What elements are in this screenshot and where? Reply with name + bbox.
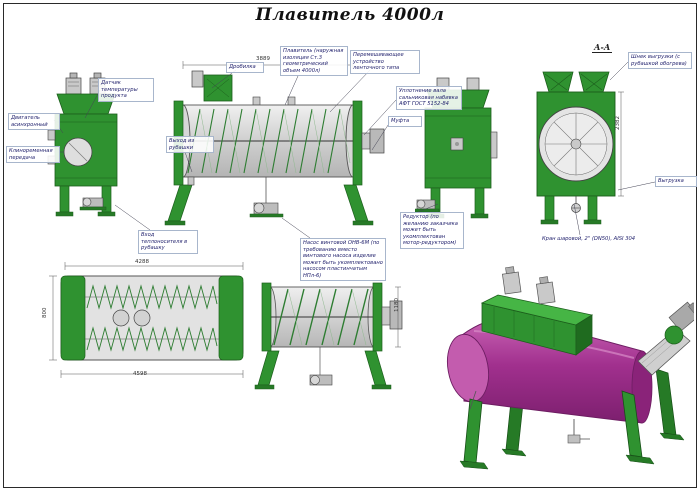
isometric-view <box>446 266 694 470</box>
hopper <box>578 71 610 93</box>
motor <box>502 266 522 295</box>
leg <box>364 350 387 386</box>
callout-jacket-inlet: Вход теплоносителя в рубашку <box>138 230 198 254</box>
leg <box>343 184 369 222</box>
leg <box>257 350 280 386</box>
callout-screw-pump: Насос винтовой ОНВ-6М (по требованию вме… <box>300 238 386 281</box>
auger-top <box>86 284 218 310</box>
coupling <box>381 306 392 326</box>
page-title: Плавитель 4000л <box>255 5 445 25</box>
dim-total-length: 4598 <box>133 371 147 377</box>
dim-line <box>395 286 401 348</box>
drive-unit <box>369 128 385 154</box>
section-label: А-А <box>592 42 613 53</box>
leg <box>167 184 193 222</box>
callout-discharge-screw: Шнек выгрузки (с рубашкой обогрева) <box>628 52 692 69</box>
dim-section-height: 2382 <box>615 116 621 130</box>
leg <box>59 185 70 213</box>
callout-melter: Плавитель (наружная изоляция Ст.3 геомет… <box>280 46 348 76</box>
dim-line <box>49 275 57 361</box>
callout-coupling: Муфта <box>388 116 422 127</box>
dim-body-length: 4288 <box>135 259 149 265</box>
drive-unit <box>389 300 403 330</box>
leg <box>463 398 483 464</box>
leg <box>655 368 677 436</box>
callout-crusher: Дробилка <box>226 62 264 73</box>
callout-motor: Двигатель асинхронный <box>8 113 60 130</box>
section-view-aa <box>536 71 624 225</box>
dim-line <box>618 91 624 197</box>
callout-jacket-outlet: Выход из рубашки <box>166 136 214 153</box>
end-panel <box>352 100 363 186</box>
dim-line <box>60 370 244 378</box>
discharge-motor <box>668 301 694 332</box>
jacket-outlet-nozzle <box>187 176 195 186</box>
dim-body-width: 800 <box>42 307 48 319</box>
callout-ball-valve: Кран шаровой, 2" (DN50), AISI 304 <box>542 236 636 242</box>
callout-v-belt: Клиноременная передача <box>6 146 60 163</box>
ball-valve <box>567 434 581 444</box>
port-cover <box>133 309 151 327</box>
coupling <box>361 132 371 150</box>
screw-pump <box>309 374 333 386</box>
drawing-border <box>3 3 697 488</box>
dim-overall-length: 3889 <box>256 56 270 62</box>
plan-view <box>49 262 244 378</box>
callout-shaft-seal: Уплотнение вала сальниковая набивка АФТ … <box>396 86 462 110</box>
leg <box>474 187 485 215</box>
callout-temp-sensor: Датчик температуры продукта <box>98 78 154 102</box>
motor <box>536 276 556 305</box>
callout-reducer: Редуктор (по желанию заказчика может быт… <box>400 212 464 249</box>
side-view-2 <box>254 282 403 390</box>
leg <box>587 195 598 221</box>
callout-mixer: Перемешивающее устройство ленточного тип… <box>350 50 420 74</box>
dim-side-height: 1180 <box>394 298 400 312</box>
port-cover <box>112 309 130 327</box>
auger-spiral <box>273 288 369 346</box>
gearbox <box>664 325 684 345</box>
leg <box>544 195 555 221</box>
crusher-assembly <box>191 70 233 102</box>
dim-line <box>64 262 244 270</box>
callout-discharge: Выгрузка <box>655 176 697 187</box>
motor-pair <box>65 72 106 95</box>
hopper <box>542 71 574 93</box>
auger-bottom <box>86 326 218 352</box>
